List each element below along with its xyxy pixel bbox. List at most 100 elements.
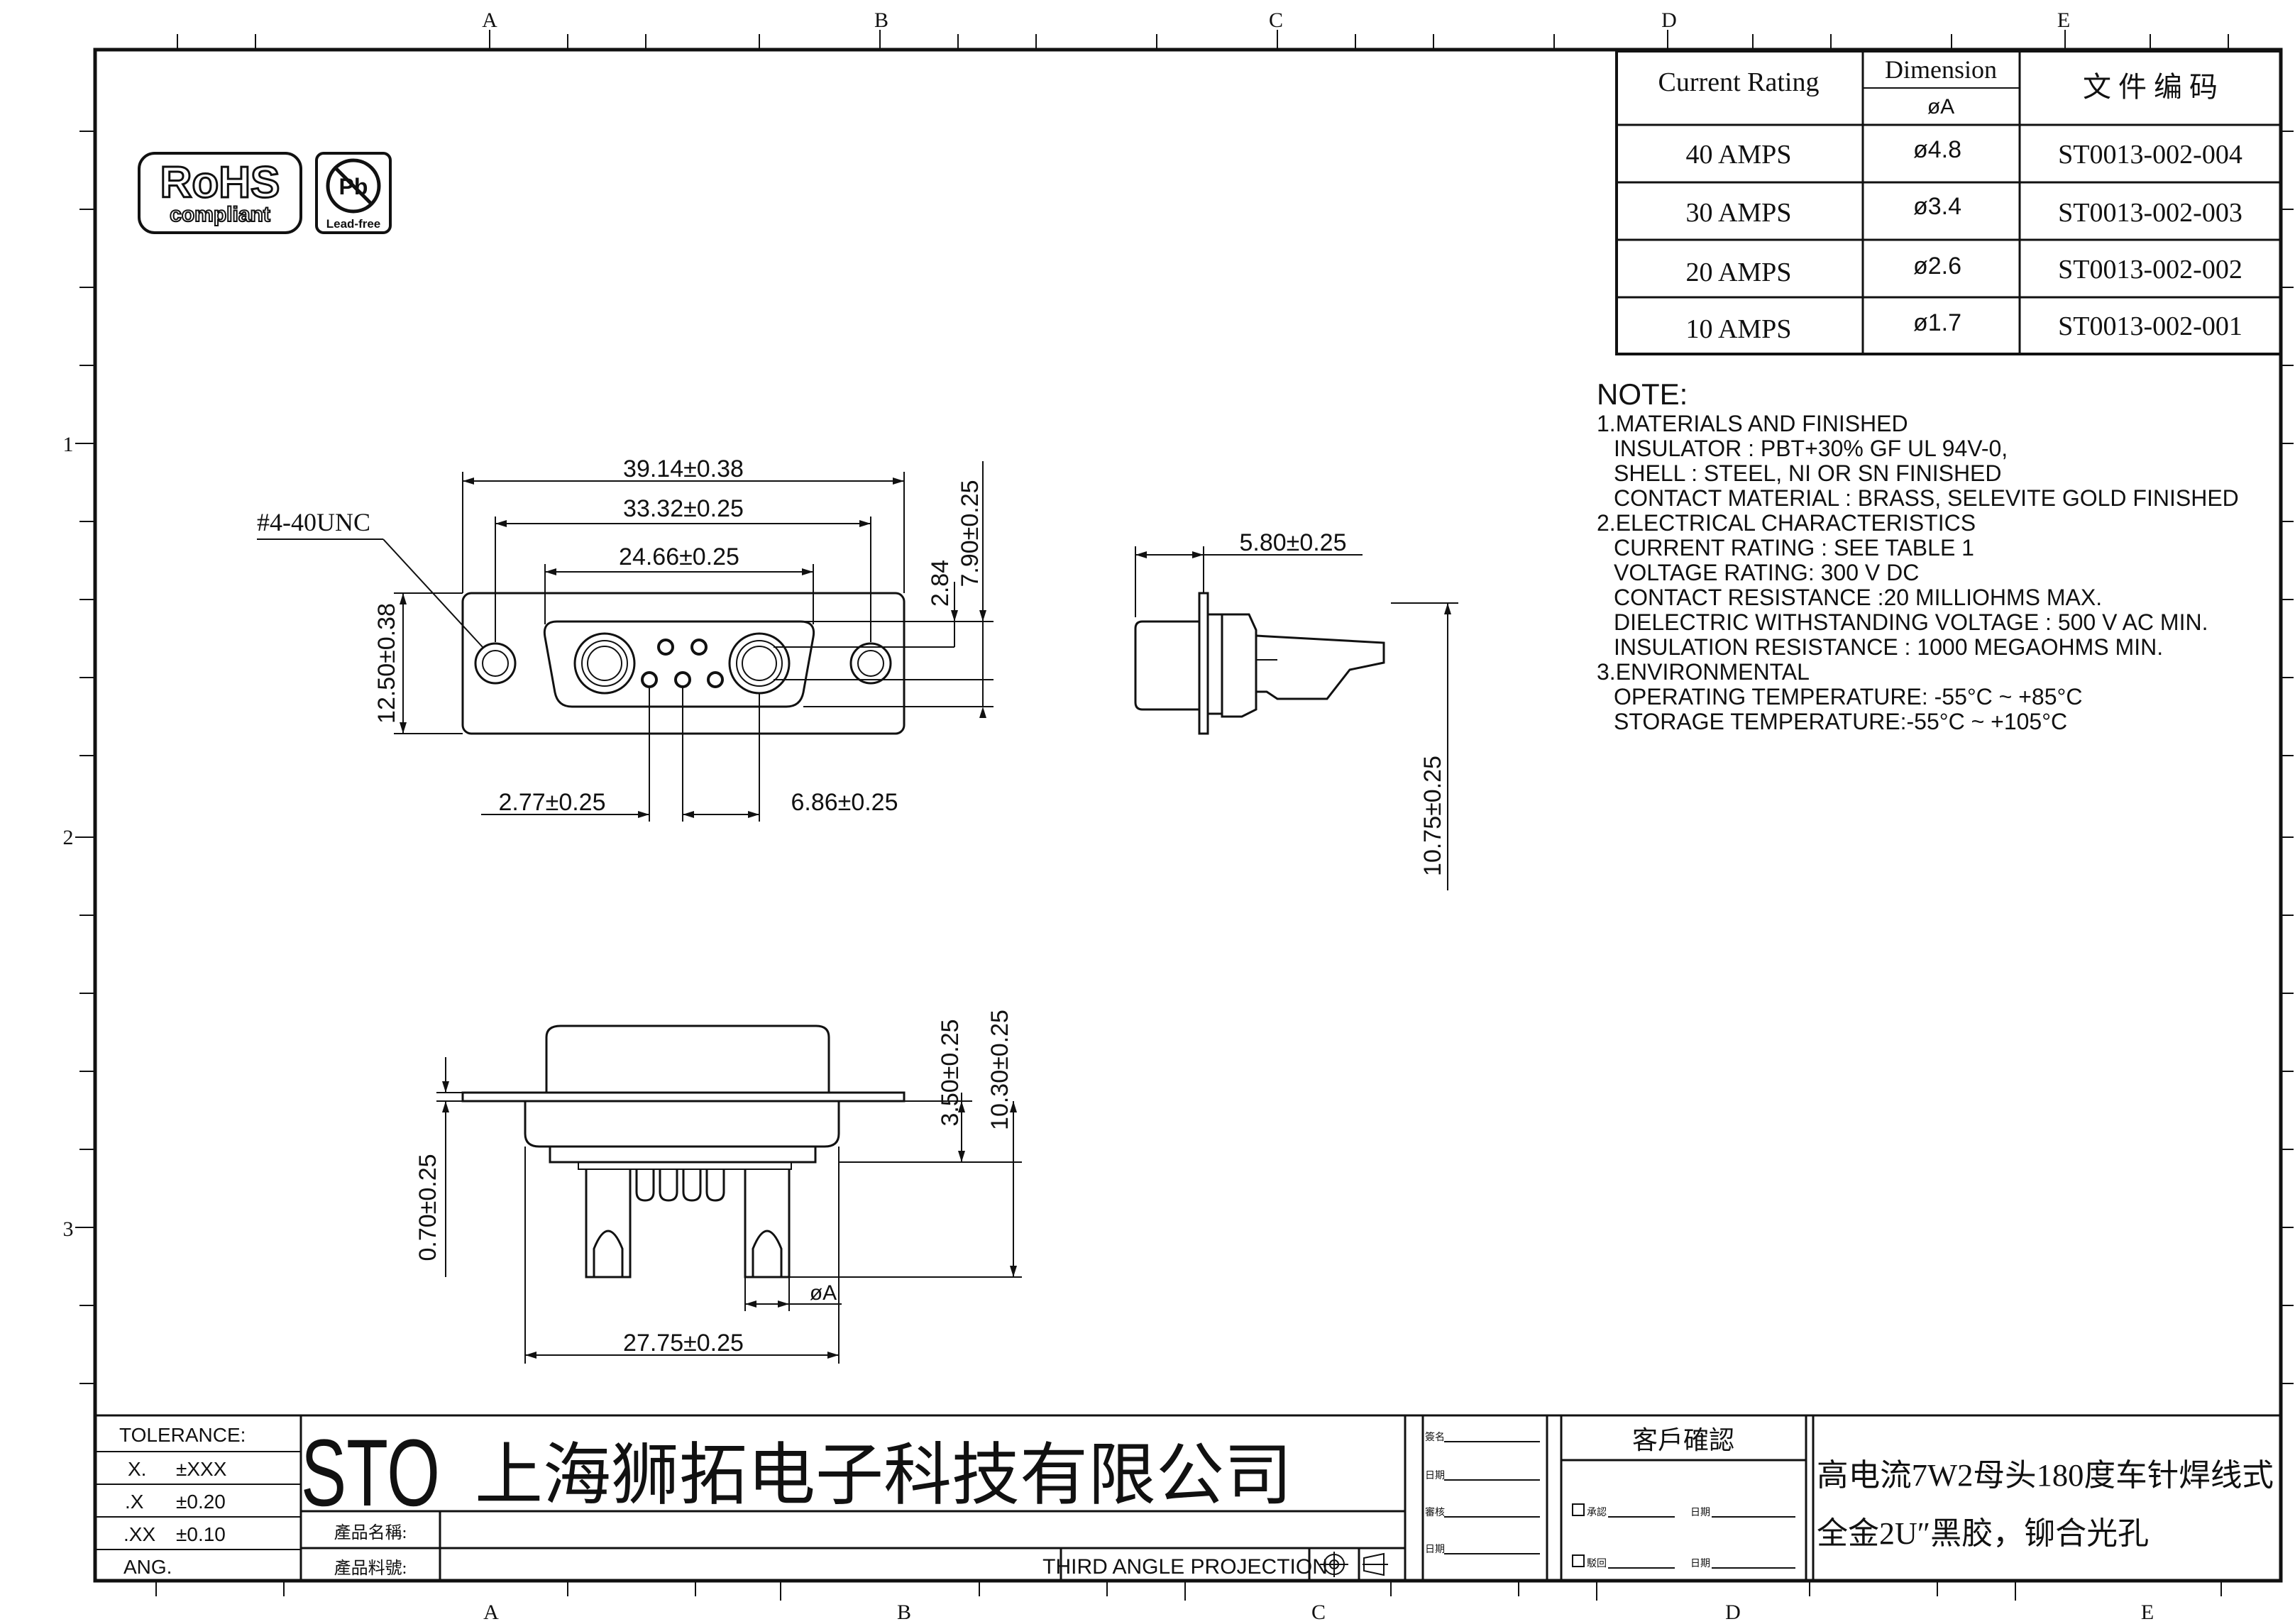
product-name-label: 產品名稱:	[334, 1523, 407, 1542]
zone-letter-top-a: A	[482, 9, 497, 32]
power-contact-right	[728, 632, 791, 695]
dim-v-offset: 2.84	[927, 560, 954, 607]
dim-bottom-a: 3.50±0.25	[937, 1019, 964, 1126]
sign-label: 簽名	[1425, 1431, 1445, 1443]
note-line: STORAGE TEMPERATURE:-55°C ~ +105°C	[1614, 709, 2067, 734]
zone-letter-bottom-c: C	[1311, 1601, 1326, 1624]
reject-checkbox[interactable]	[1572, 1554, 1585, 1567]
sign-label: 日期	[1425, 1544, 1445, 1555]
signal-pin	[674, 671, 691, 688]
signal-pin	[707, 671, 724, 688]
tolerance-value: ±0.20	[176, 1491, 226, 1513]
header-dimension: Dimension	[1885, 55, 1997, 84]
notes-title: NOTE:	[1597, 377, 1688, 411]
zone-letter-top-d: D	[1661, 9, 1677, 32]
power-tail-left	[585, 1169, 632, 1278]
zone-number-3: 3	[63, 1217, 74, 1241]
approve-checkbox[interactable]	[1572, 1503, 1585, 1516]
note-line: 3.ENVIRONMENTAL	[1597, 659, 1810, 685]
reject-date-label: 日期	[1690, 1558, 1710, 1569]
sign-label: 審核	[1425, 1507, 1445, 1518]
tolerance-value: ±0.10	[176, 1523, 226, 1545]
note-line: SHELL : STEEL, NI OR SN FINISHED	[1614, 460, 2002, 486]
row-code: ST0013-002-004	[2058, 140, 2242, 170]
zone-number-1: 1	[63, 433, 74, 456]
rohs-text: RoHS	[160, 158, 280, 207]
signature-block	[1444, 1441, 1540, 1554]
mount-hole-right	[849, 642, 892, 685]
approve-label: 承認	[1587, 1507, 1607, 1518]
title-block: TOLERANCE: X. ±XXX .X ±0.20 .XX ±0.10 AN…	[95, 1415, 2274, 1581]
dim-bottom-width: 27.75±0.25	[623, 1330, 744, 1357]
front-view: 39.14±0.38 33.32±0.25 24.66±0.25 #4-40UN…	[257, 455, 994, 822]
current-rating-table: Current Rating Dimension øA 文 件 编 码 40 A…	[1615, 50, 2282, 355]
note-line: 2.ELECTRICAL CHARACTERISTICS	[1597, 510, 1976, 536]
row-current: 20 AMPS	[1686, 258, 1792, 287]
side-view: 5.80±0.25 10.75±0.25	[1134, 529, 1458, 890]
side-contact	[1255, 634, 1385, 700]
sto-logo: STO	[301, 1420, 440, 1526]
note-line: INSULATOR : PBT+30% GF UL 94V-0,	[1614, 436, 2008, 461]
row-code: ST0013-002-002	[2058, 255, 2242, 285]
bottom-view: 3.50±0.25 10.30±0.25 0.70±0.25 27.75±0.2…	[414, 1010, 1022, 1364]
notes: NOTE: 1.MATERIALS AND FINISHED INSULATOR…	[1597, 377, 2239, 734]
row-dimension: ø4.8	[1913, 136, 1961, 163]
zone-letter-bottom-a: A	[483, 1601, 499, 1624]
lead-free-text: Lead-free	[326, 217, 381, 231]
side-flange	[1198, 592, 1209, 735]
rohs-compliant-text: compliant	[170, 203, 270, 226]
note-line: CONTACT RESISTANCE :20 MILLIOHMS MAX.	[1614, 585, 2102, 610]
header-current-rating: Current Rating	[1658, 67, 1820, 97]
zone-letter-top-c: C	[1269, 9, 1283, 32]
zone-letter-bottom-b: B	[897, 1601, 911, 1624]
row-current: 30 AMPS	[1686, 198, 1792, 228]
customer-confirm-title: 客戶確認	[1632, 1426, 1734, 1454]
product-code-label: 產品料號:	[334, 1559, 407, 1578]
note-line: CURRENT RATING : SEE TABLE 1	[1614, 535, 1974, 560]
bottom-flange	[461, 1091, 906, 1103]
company-name: 上海狮拓电子科技有限公司	[475, 1437, 1292, 1513]
dim-shell-height: 12.50±0.38	[373, 603, 400, 724]
thread-callout: #4-40UNC	[257, 508, 370, 536]
product-description-line1: 高电流7W2母头180度车针焊线式	[1817, 1458, 2274, 1493]
signal-tail	[635, 1169, 655, 1202]
note-line: 1.MATERIALS AND FINISHED	[1597, 411, 1908, 436]
projection-label: THIRD ANGLE PROJECTION	[1042, 1555, 1328, 1579]
sign-label: 日期	[1425, 1470, 1445, 1481]
tolerance-key: .XX	[123, 1523, 155, 1545]
dim-shell-width: 24.66±0.25	[619, 543, 739, 570]
zone-number-2: 2	[63, 826, 74, 849]
front-shell	[543, 620, 815, 708]
row-dimension: ø2.6	[1913, 253, 1961, 280]
signal-pin	[641, 671, 658, 688]
side-shell	[1134, 620, 1201, 711]
third-angle-projection-icon	[1320, 1552, 1388, 1577]
zone-letter-bottom-d: D	[1725, 1601, 1741, 1624]
row-current: 40 AMPS	[1686, 140, 1792, 170]
dim-v-total: 7.90±0.25	[957, 480, 984, 587]
row-code: ST0013-002-001	[2058, 311, 2242, 341]
note-line: VOLTAGE RATING: 300 V DC	[1614, 560, 1919, 585]
header-dimension-phi-a: øA	[1927, 95, 1954, 118]
tolerance-key: X.	[128, 1458, 146, 1480]
tolerance-key: ANG.	[123, 1556, 172, 1578]
zone-letter-top-e: E	[2057, 9, 2070, 32]
zone-letter-bottom-e: E	[2141, 1601, 2154, 1624]
signal-pin	[657, 639, 674, 656]
lead-free-logo: Pb Lead-free	[315, 152, 392, 234]
note-line: DIELECTRIC WITHSTANDING VOLTAGE : 500 V …	[1614, 609, 2208, 635]
dim-bottom-c: 0.70±0.25	[414, 1154, 441, 1261]
dim-diameter-a: øA	[810, 1281, 837, 1305]
dim-pin-pitch: 2.77±0.25	[498, 789, 605, 816]
outer-border	[93, 48, 2283, 1583]
zone-letter-top-b: B	[874, 9, 888, 32]
row-code: ST0013-002-003	[2058, 198, 2242, 228]
power-tail-right	[744, 1169, 791, 1278]
note-line: OPERATING TEMPERATURE: -55°C ~ +85°C	[1614, 684, 2082, 709]
product-description-line2: 全金2U″黑胶，铆合光孔	[1817, 1516, 2149, 1551]
drawing-frame: A B C D E A B C D E 1 2 3	[63, 9, 2294, 1624]
dim-side-depth: 5.80±0.25	[1239, 529, 1346, 556]
reject-label: 駁回	[1587, 1558, 1607, 1569]
row-dimension: ø3.4	[1913, 193, 1961, 220]
